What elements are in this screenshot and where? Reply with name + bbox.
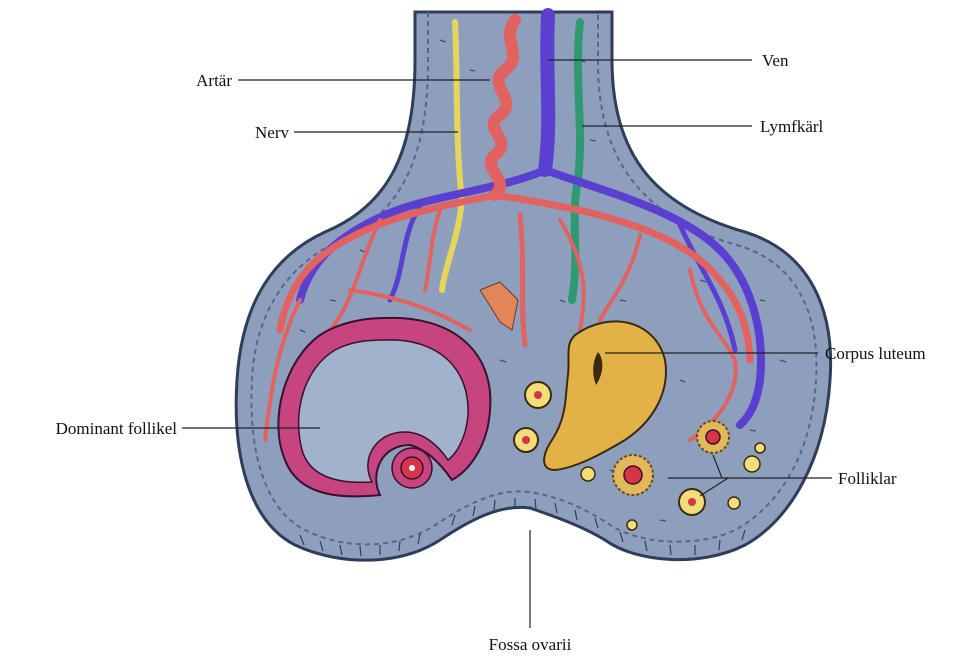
follicle <box>627 520 637 530</box>
label-nerv: Nerv <box>255 123 289 142</box>
label-corpus-luteum: Corpus luteum <box>825 344 926 363</box>
label-ven: Ven <box>762 51 789 70</box>
follicle <box>755 443 765 453</box>
dominant-oocyte-nucleus <box>409 465 415 471</box>
follicle <box>744 456 760 472</box>
label-fossa-ovarii: Fossa ovarii <box>489 635 572 654</box>
label-folliklar: Folliklar <box>838 469 897 488</box>
label-lymfkarl: Lymfkärl <box>760 117 824 136</box>
follicle <box>514 428 538 452</box>
follicle <box>525 382 551 408</box>
follicle <box>581 467 595 481</box>
follicle <box>728 497 740 509</box>
follicle <box>613 455 653 495</box>
label-dominant-follikel: Dominant follikel <box>56 419 178 438</box>
label-artar: Artär <box>196 71 232 90</box>
follicle <box>697 421 729 453</box>
follicle <box>679 489 705 515</box>
